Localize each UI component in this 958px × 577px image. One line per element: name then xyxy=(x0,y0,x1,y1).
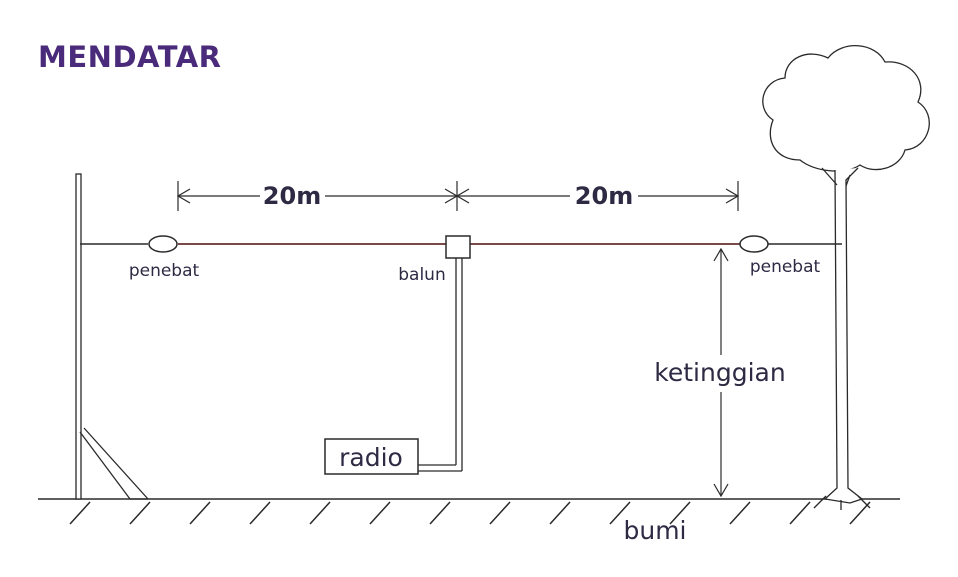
right-insulator-label: penebat xyxy=(750,257,821,277)
right-insulator xyxy=(739,235,769,253)
feed-line xyxy=(418,258,463,472)
dimension-arrows xyxy=(176,181,740,498)
radio-box xyxy=(324,438,419,475)
radio-label: radio xyxy=(339,443,403,472)
left-insulator xyxy=(148,235,178,253)
height-label: ketinggian xyxy=(654,358,785,387)
ground-label: bumi xyxy=(623,516,686,545)
left-pole xyxy=(75,173,149,500)
ground xyxy=(38,498,900,525)
diagram-title: MENDATAR xyxy=(38,40,222,74)
left-insulator-label: penebat xyxy=(129,261,200,281)
balun-label: balun xyxy=(398,265,445,285)
tree xyxy=(762,45,930,510)
left-span-label: 20m xyxy=(263,182,321,210)
balun-box xyxy=(445,235,471,259)
right-span-label: 20m xyxy=(575,182,633,210)
